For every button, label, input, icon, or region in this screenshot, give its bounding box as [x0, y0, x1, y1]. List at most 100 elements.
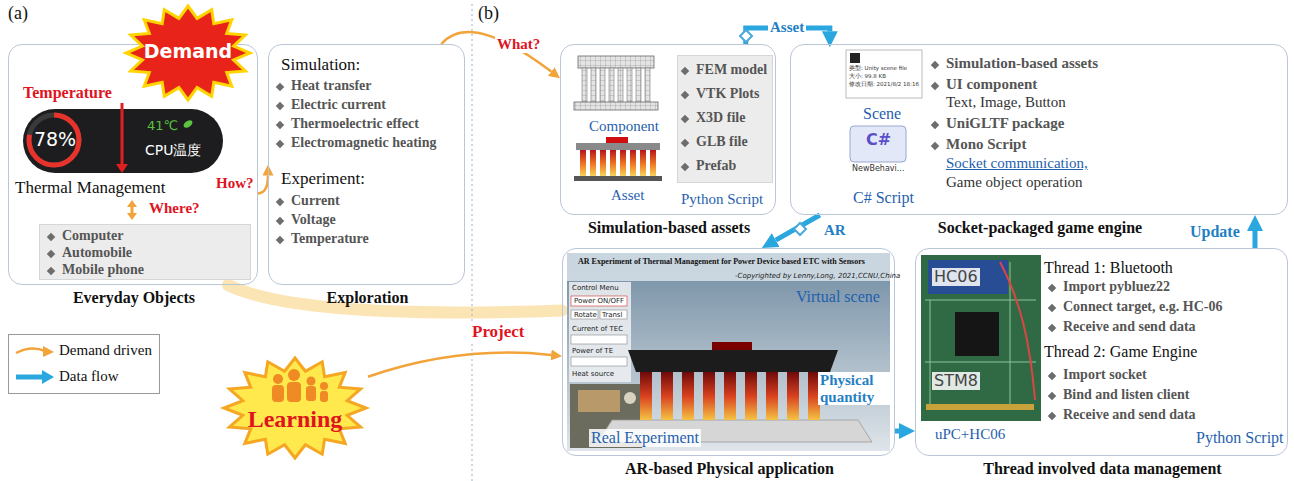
connector-label: Asset — [768, 19, 806, 36]
figure-label: uPC+HC06 — [935, 426, 1005, 443]
bullet-list: FEM modelVTK PlotsX3D fileGLB filePrefab — [677, 55, 773, 183]
cpu-gauge-ring — [29, 115, 194, 165]
node-text: Socket communication, — [946, 155, 1088, 172]
node-text: Python Script — [681, 191, 763, 208]
connector-label: Project — [470, 322, 527, 342]
figure-label: AR Experiment of Thermal Management for … — [578, 257, 886, 266]
bullet-diamond — [931, 61, 939, 69]
node-text: Bind and listen client — [1063, 387, 1189, 403]
figure-part — [610, 150, 616, 176]
figure-label: Heat source — [572, 370, 614, 378]
node-text: Receive and send data — [1063, 319, 1196, 335]
node-text: Where? — [149, 200, 200, 217]
flow-diamond — [740, 30, 752, 42]
node-text: UniGLTF package — [946, 115, 1065, 132]
connector-arrow — [228, 285, 562, 312]
node-text: Electric current — [291, 97, 386, 113]
bullet-diamond — [681, 139, 689, 147]
node-text: Mobile phone — [62, 262, 144, 278]
node-text: Virtual scene — [796, 288, 880, 306]
panel-title: Everyday Objects — [9, 289, 259, 307]
figure-part — [703, 372, 715, 420]
figure-part — [121, 103, 124, 165]
node-text: GLB file — [696, 134, 748, 150]
node-text: Component — [589, 118, 659, 135]
figure-part — [320, 391, 328, 402]
temperature-arrow — [116, 103, 128, 173]
bullet-diamond — [47, 233, 55, 241]
figure-label: Rotate — [574, 311, 597, 319]
figure-part — [606, 137, 628, 143]
figure-part — [921, 255, 1041, 421]
figure-part — [42, 370, 54, 384]
figure-part — [645, 68, 650, 102]
node-text: Heat transfer — [291, 78, 371, 94]
figure-part — [567, 253, 890, 451]
figure-part — [600, 150, 606, 176]
node-text: Game object operation — [946, 174, 1083, 191]
colored-heatsink — [574, 137, 662, 181]
figure-part — [571, 335, 627, 344]
node-text: Temperature — [23, 84, 112, 102]
figure-part — [273, 374, 283, 384]
node-text: Current — [291, 193, 340, 209]
figure-part — [16, 348, 45, 353]
figure-part — [724, 372, 736, 420]
bullet-diamond — [276, 140, 284, 148]
ar-screenshot — [567, 253, 890, 451]
asset-panel: ComponentAssetPython ScriptSimulation-ba… — [560, 44, 776, 215]
figure-part — [620, 150, 626, 176]
figure-part — [272, 385, 284, 402]
figure-part — [618, 68, 623, 102]
node-text: Demand — [124, 41, 252, 63]
figure-part — [578, 390, 620, 412]
panel-title: Thread involved data management — [916, 460, 1289, 478]
bullet-diamond — [276, 217, 284, 225]
node-text: CPU温度 — [145, 142, 201, 158]
starburst: Learning — [222, 356, 368, 460]
bullet-diamond — [681, 91, 689, 99]
node-text: Prefab — [696, 158, 736, 174]
node-text: FEM model — [696, 62, 767, 78]
node-text: Thermal Management — [15, 178, 166, 198]
fem-mesh-heatsink — [574, 56, 658, 110]
bullet-diamond — [1048, 324, 1056, 332]
where-arrow — [127, 200, 137, 220]
connector-arrow — [258, 176, 268, 194]
figure-part — [574, 102, 658, 110]
figure-part — [571, 310, 598, 319]
figure-label: HC06 — [932, 268, 980, 286]
circuit-board-photo — [921, 255, 1041, 421]
scene-file-icon — [846, 50, 922, 98]
node-text: Mono Script — [946, 136, 1026, 153]
bullet-diamond — [276, 198, 284, 206]
bullet-diamond — [276, 102, 284, 110]
node-text: Computer — [62, 228, 123, 244]
figure-part — [127, 213, 137, 220]
figure-part — [576, 143, 660, 150]
figure-part — [578, 56, 654, 68]
flow-diamond — [794, 223, 806, 235]
figure-part — [320, 382, 328, 390]
connector-label: Physical quantity — [818, 372, 894, 405]
family-icon — [272, 369, 328, 402]
bullet-diamond — [931, 82, 939, 90]
cpu-gauge: 78%41℃CPU温度 — [23, 109, 223, 173]
figure-label: 类型: Unity scene file — [849, 65, 907, 71]
figure-label: C# — [866, 131, 891, 149]
connector-arrow — [441, 32, 551, 72]
figure-label: STM8 — [932, 372, 980, 390]
figure-part — [590, 150, 596, 176]
figure-part — [182, 119, 194, 130]
figure-part — [600, 310, 627, 319]
bullet-diamond — [276, 83, 284, 91]
figure-part — [582, 68, 587, 102]
node-text: Import socket — [1063, 367, 1147, 383]
node-text: Text, Image, Button — [946, 94, 1066, 111]
bullet-diamond — [681, 115, 689, 123]
node-text: Real Experiment — [589, 429, 701, 447]
figure-part — [636, 68, 641, 102]
bullet-diamond — [47, 250, 55, 258]
bullet-diamond — [681, 67, 689, 75]
